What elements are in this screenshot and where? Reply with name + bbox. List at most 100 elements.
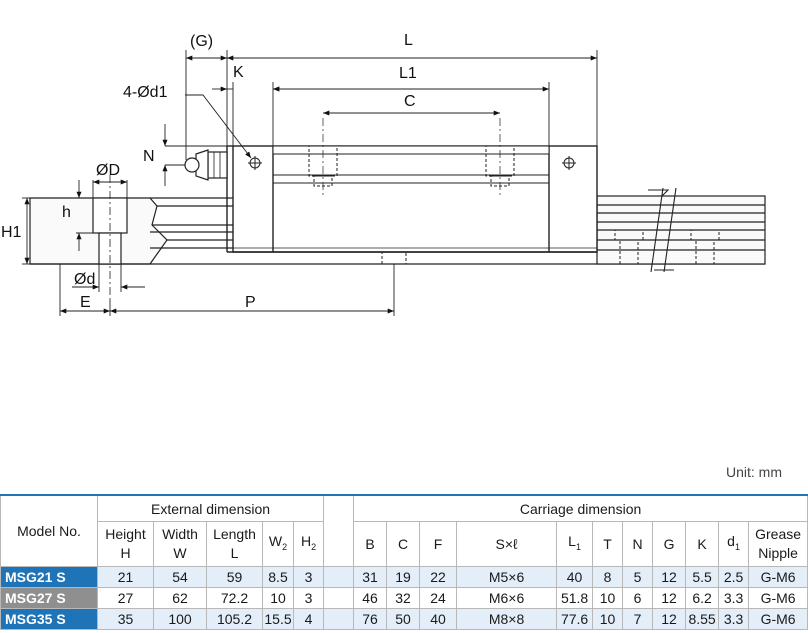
dim-label-e: E bbox=[80, 294, 91, 311]
carriage-column-header: G bbox=[652, 521, 687, 567]
mounting-hole-symbols bbox=[248, 156, 576, 170]
column-gap bbox=[323, 494, 355, 567]
value-cell: M6×6 bbox=[456, 587, 558, 609]
break-lines bbox=[648, 187, 677, 273]
carriage-column-header: N bbox=[622, 521, 654, 567]
value-cell: 59 bbox=[206, 566, 263, 588]
value-cell: 40 bbox=[556, 566, 594, 588]
dim-label-h: h bbox=[62, 204, 71, 221]
value-cell: 4 bbox=[292, 608, 325, 630]
value-cell: 54 bbox=[153, 566, 207, 588]
dim-label-bigd: ØD bbox=[96, 162, 120, 179]
value-cell: 12 bbox=[652, 608, 687, 630]
value-cell: 3 bbox=[292, 587, 325, 609]
dim-label-h1: H1 bbox=[1, 224, 22, 241]
value-cell: 27 bbox=[97, 587, 154, 609]
value-cell: 3 bbox=[292, 566, 325, 588]
value-cell: 2.5 bbox=[718, 566, 750, 588]
value-cell: 8.55 bbox=[685, 608, 720, 630]
carriage-column-header: L1 bbox=[556, 521, 594, 567]
carriage-column-header: C bbox=[386, 521, 421, 567]
specification-table: Model No. External dimension Carriage di… bbox=[0, 494, 808, 630]
dim-label-g: (G) bbox=[190, 33, 213, 50]
value-cell: M5×6 bbox=[456, 566, 558, 588]
carriage-center-lines bbox=[322, 118, 501, 195]
external-dimension-header: External dimension bbox=[96, 494, 325, 522]
value-cell: 6.2 bbox=[685, 587, 720, 609]
value-cell: 6 bbox=[622, 587, 654, 609]
value-cell: 22 bbox=[419, 566, 458, 588]
value-cell: 51.8 bbox=[556, 587, 594, 609]
dim-label-c: C bbox=[404, 93, 416, 110]
value-cell: 50 bbox=[386, 608, 421, 630]
value-cell: 10 bbox=[262, 587, 294, 609]
carriage-column-header: S×ℓ bbox=[456, 521, 558, 567]
value-cell: G-M6 bbox=[748, 587, 808, 609]
value-cell: 24 bbox=[419, 587, 458, 609]
value-cell: 105.2 bbox=[206, 608, 263, 630]
column-gap bbox=[323, 587, 355, 609]
value-cell: 3.3 bbox=[718, 587, 750, 609]
carriage-column-header: B bbox=[353, 521, 388, 567]
model-cell: MSG21 S bbox=[0, 566, 98, 588]
dim-label-l: L bbox=[404, 32, 413, 49]
model-header: Model No. bbox=[0, 494, 98, 567]
model-cell: MSG35 S bbox=[0, 608, 98, 630]
carriage-dimension-header: Carriage dimension bbox=[353, 494, 808, 522]
technical-drawing: (G) L K L1 4-Ød1 C N ØD h H1 Ød E P bbox=[1, 32, 766, 316]
carriage-column-header: K bbox=[685, 521, 720, 567]
value-cell: 40 bbox=[419, 608, 458, 630]
carriage-column-header: T bbox=[592, 521, 624, 567]
grease-nipple-icon bbox=[184, 149, 228, 181]
column-gap bbox=[323, 608, 355, 630]
value-cell: 62 bbox=[153, 587, 207, 609]
value-cell: 35 bbox=[97, 608, 154, 630]
value-cell: 7 bbox=[622, 608, 654, 630]
carriage-column-header: d1 bbox=[718, 521, 750, 567]
value-cell: G-M6 bbox=[748, 566, 808, 588]
model-cell: MSG27 S bbox=[0, 587, 98, 609]
value-cell: 19 bbox=[386, 566, 421, 588]
rail-mounting-holes bbox=[92, 175, 720, 300]
value-cell: 5.5 bbox=[685, 566, 720, 588]
value-cell: 10 bbox=[592, 608, 624, 630]
value-cell: 46 bbox=[353, 587, 388, 609]
value-cell: 72.2 bbox=[206, 587, 263, 609]
value-cell: 77.6 bbox=[556, 608, 594, 630]
dim-label-p: P bbox=[245, 294, 256, 311]
carriage-block bbox=[226, 145, 598, 253]
external-column-header: W2 bbox=[262, 521, 294, 567]
value-cell: M8×8 bbox=[456, 608, 558, 630]
dim-label-n: N bbox=[143, 148, 155, 165]
dim-label-l1: L1 bbox=[399, 65, 417, 82]
value-cell: 21 bbox=[97, 566, 154, 588]
value-cell: 3.3 bbox=[718, 608, 750, 630]
column-gap bbox=[323, 566, 355, 588]
dimension-lines bbox=[22, 50, 598, 316]
value-cell: 100 bbox=[153, 608, 207, 630]
value-cell: 31 bbox=[353, 566, 388, 588]
value-cell: 10 bbox=[592, 587, 624, 609]
value-cell: 12 bbox=[652, 566, 687, 588]
value-cell: 5 bbox=[622, 566, 654, 588]
unit-label: Unit: mm bbox=[726, 464, 782, 480]
dim-label-k: K bbox=[233, 64, 244, 81]
external-column-header: H2 bbox=[292, 521, 325, 567]
carriage-column-header: F bbox=[419, 521, 458, 567]
value-cell: 32 bbox=[386, 587, 421, 609]
dimension-labels: (G) L K L1 4-Ød1 C N ØD h H1 Ød E P bbox=[1, 32, 417, 311]
dim-label-smalld: Ød bbox=[74, 271, 95, 288]
value-cell: 8.5 bbox=[262, 566, 294, 588]
value-cell: 12 bbox=[652, 587, 687, 609]
value-cell: 76 bbox=[353, 608, 388, 630]
value-cell: 8 bbox=[592, 566, 624, 588]
value-cell: 15.5 bbox=[262, 608, 294, 630]
value-cell: G-M6 bbox=[748, 608, 808, 630]
